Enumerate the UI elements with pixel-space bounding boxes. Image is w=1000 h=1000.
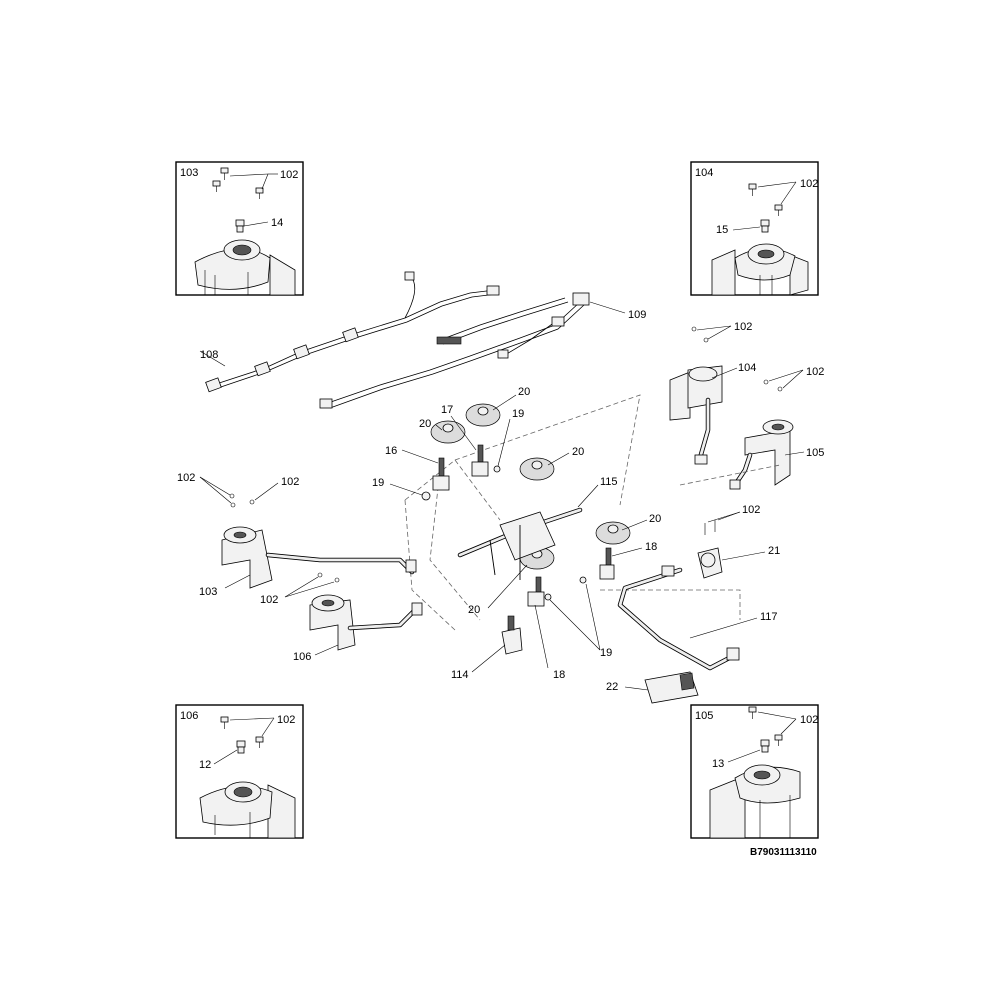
callout-102-d: 102	[281, 476, 299, 488]
callout-18-a: 18	[645, 541, 657, 553]
callout-20-d: 20	[649, 513, 661, 525]
inset-104: 104 102 15	[690, 161, 819, 296]
callout-19-a: 19	[512, 408, 524, 420]
burner-104-assembly: 102 104 102	[669, 321, 824, 465]
inset-104-label: 104	[695, 167, 713, 179]
inset-106-label: 106	[180, 710, 198, 722]
callout-20-c: 20	[572, 446, 584, 458]
callout-19-c: 19	[600, 647, 612, 659]
inset-103: 103 102 14	[175, 161, 304, 296]
drawing-id: B79031113110	[750, 847, 817, 858]
callout-102-e: 102	[742, 504, 760, 516]
callout-115: 115	[600, 476, 618, 488]
callout-20-a: 20	[419, 418, 431, 430]
callout-17: 17	[441, 404, 453, 416]
callout-18-b: 18	[553, 669, 565, 681]
inset-103-label: 103	[180, 167, 198, 179]
cooktop-outline	[404, 394, 781, 631]
inset-106-callout-12: 12	[199, 759, 211, 771]
inset-105-callout-102: 102	[800, 714, 818, 726]
inset-105-label: 105	[695, 710, 713, 722]
inset-106-callout-102: 102	[277, 714, 295, 726]
inset-103-callout-102: 102	[280, 169, 298, 181]
burner-106-assembly: 102 106	[260, 572, 423, 663]
callout-102-b: 102	[806, 366, 824, 378]
callout-20-e: 20	[468, 604, 480, 616]
inset-104-callout-102: 102	[800, 178, 818, 190]
callout-102-a: 102	[734, 321, 752, 333]
callout-21: 21	[768, 545, 780, 557]
valve-manifold-assembly: 20 17 19 20 16 20 19 115	[372, 386, 631, 607]
burner-103-assembly: 102 102 103	[177, 472, 417, 598]
lower-assembly: 102 18 20 21 117 20 19 114 18	[451, 504, 780, 704]
callout-102-c: 102	[177, 472, 195, 484]
callout-104: 104	[738, 362, 756, 374]
inset-106: 106 102 12	[175, 704, 304, 839]
callout-22: 22	[606, 681, 618, 693]
wire-harness-109: 109	[319, 292, 646, 409]
callout-20-b: 20	[518, 386, 530, 398]
callout-19-b: 19	[372, 477, 384, 489]
inset-105-callout-13: 13	[712, 758, 724, 770]
inset-103-callout-14: 14	[271, 217, 283, 229]
burner-105-assembly: 105	[729, 419, 824, 490]
inset-105: 105 102 13	[690, 704, 819, 839]
callout-114: 114	[451, 669, 469, 681]
callout-106: 106	[293, 651, 311, 663]
callout-117: 117	[760, 611, 778, 623]
callout-109: 109	[628, 309, 646, 321]
callout-102-f: 102	[260, 594, 278, 606]
callout-16: 16	[385, 445, 397, 457]
inset-104-callout-15: 15	[716, 224, 728, 236]
callout-105: 105	[806, 447, 824, 459]
callout-108: 108	[200, 349, 218, 361]
wire-harness-108: 108	[199, 271, 500, 393]
callout-103: 103	[199, 586, 217, 598]
